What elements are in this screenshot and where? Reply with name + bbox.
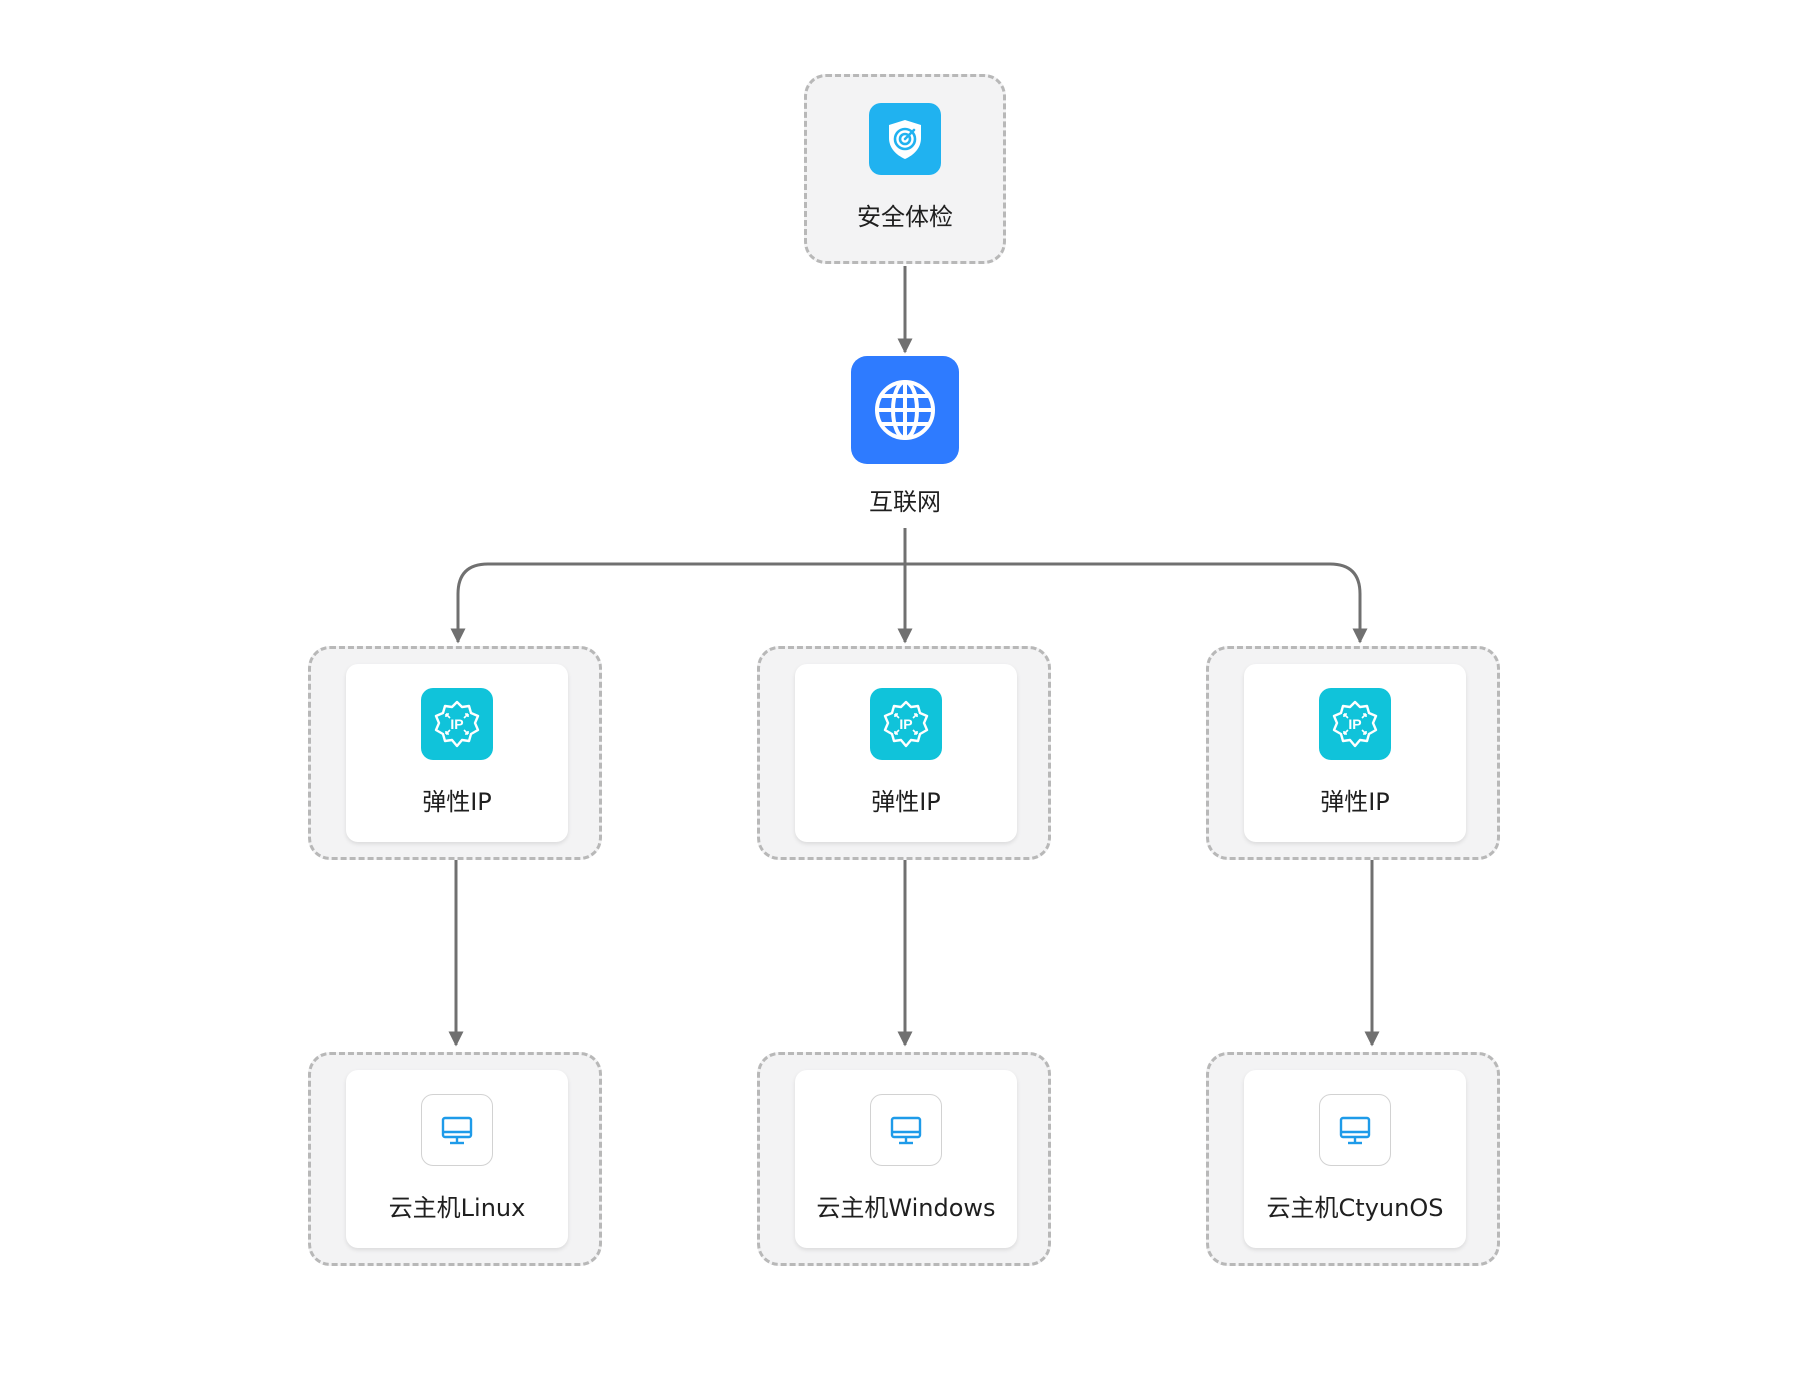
host-label-linux: 云主机Linux: [388, 1194, 526, 1222]
security-check-label: 安全体检: [857, 203, 953, 231]
host-group-linux: 云主机Linux: [308, 1052, 602, 1266]
host-group-ctyunos: 云主机CtyunOS: [1206, 1052, 1500, 1266]
svg-text:IP: IP: [1348, 716, 1361, 732]
svg-text:IP: IP: [899, 716, 912, 732]
host-group-windows: 云主机Windows: [757, 1052, 1051, 1266]
elastic-ip-icon: IP: [1319, 688, 1391, 760]
edge-internet-to-eip-right: [905, 562, 1368, 644]
internet-label: 互联网: [869, 488, 941, 516]
monitor-icon: [1319, 1094, 1391, 1166]
eip-card[interactable]: IP 弹性IP: [1244, 664, 1466, 842]
shield-radar-icon: [869, 103, 941, 175]
host-card-linux[interactable]: 云主机Linux: [346, 1070, 568, 1248]
eip-label: 弹性IP: [1320, 788, 1390, 816]
eip-label: 弹性IP: [422, 788, 492, 816]
security-check-node[interactable]: 安全体检: [804, 74, 1006, 264]
host-label-windows: 云主机Windows: [816, 1194, 996, 1222]
elastic-ip-icon: IP: [870, 688, 942, 760]
eip-group-right: IP 弹性IP: [1206, 646, 1500, 860]
svg-text:IP: IP: [450, 716, 463, 732]
host-card-ctyunos[interactable]: 云主机CtyunOS: [1244, 1070, 1466, 1248]
host-label-ctyunos: 云主机CtyunOS: [1266, 1194, 1444, 1222]
internet-node[interactable]: 互联网: [850, 356, 960, 526]
eip-group-left: IP 弹性IP: [308, 646, 602, 860]
elastic-ip-icon: IP: [421, 688, 493, 760]
eip-card[interactable]: IP 弹性IP: [795, 664, 1017, 842]
monitor-icon: [870, 1094, 942, 1166]
monitor-icon: [421, 1094, 493, 1166]
eip-label: 弹性IP: [871, 788, 941, 816]
host-card-windows[interactable]: 云主机Windows: [795, 1070, 1017, 1248]
globe-icon: [851, 356, 959, 464]
eip-group-center: IP 弹性IP: [757, 646, 1051, 860]
edge-internet-to-eip-left: [450, 562, 905, 644]
eip-card[interactable]: IP 弹性IP: [346, 664, 568, 842]
